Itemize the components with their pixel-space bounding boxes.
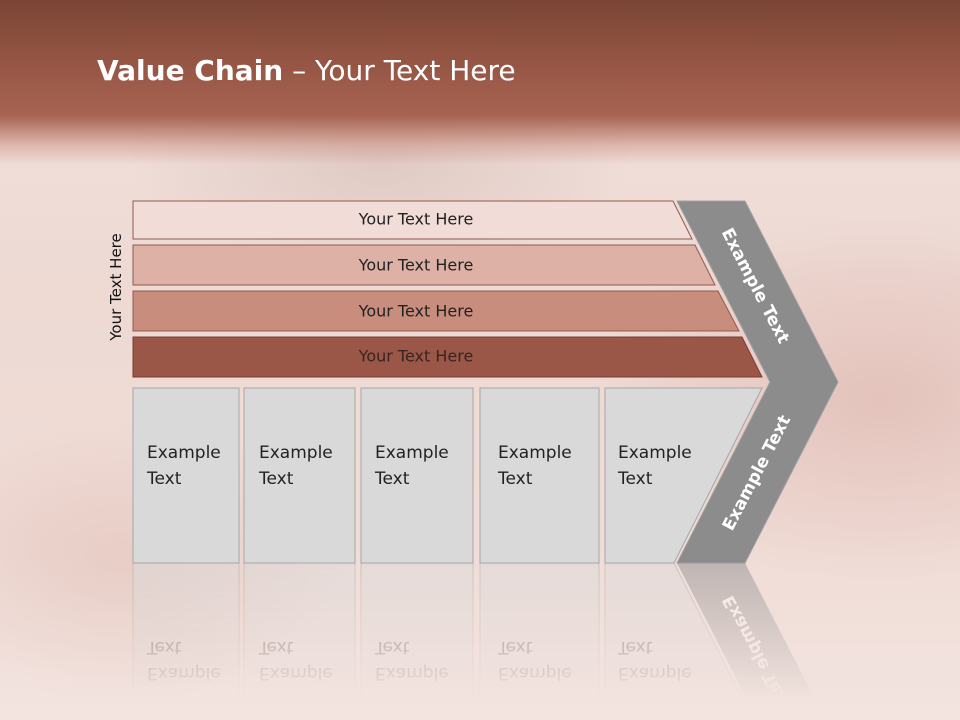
- bar-row: Your Text Here: [132, 290, 740, 332]
- box-1: [132, 387, 240, 564]
- bar-row: Your Text Here: [132, 244, 716, 286]
- bar-3-label: Your Text Here: [358, 302, 474, 321]
- slide-title: Value Chain – Your Text Here: [97, 54, 516, 87]
- svg-text:Text: Text: [258, 637, 294, 657]
- title-bold: Value Chain: [97, 54, 284, 87]
- svg-text:Text: Text: [617, 637, 653, 657]
- box-2: [243, 387, 356, 564]
- box-5-line1: Example: [618, 443, 692, 463]
- box-5-line2: Text: [617, 469, 653, 489]
- box-4-line2: Text: [497, 469, 533, 489]
- box-3-line2: Text: [374, 469, 410, 489]
- title-rest: – Your Text Here: [283, 54, 516, 87]
- box-1-line1: Example: [147, 443, 221, 463]
- bar-2: [132, 244, 716, 286]
- svg-text:Example: Example: [147, 663, 221, 683]
- bar-4: [132, 336, 763, 378]
- bar-row: Your Text Here: [132, 336, 763, 378]
- box-4-line1: Example: [498, 443, 572, 463]
- svg-text:Text: Text: [374, 637, 410, 657]
- box-2-line2: Text: [258, 469, 294, 489]
- bar-row: Your Text Here: [132, 200, 693, 240]
- bar-1-label: Your Text Here: [358, 210, 474, 229]
- bar-3: [132, 290, 740, 332]
- svg-text:Example: Example: [498, 663, 572, 683]
- bar-4-label: Your Text Here: [358, 347, 474, 366]
- svg-text:Text: Text: [146, 637, 182, 657]
- svg-text:Example: Example: [375, 663, 449, 683]
- box-1-line2: Text: [146, 469, 182, 489]
- box-2-line1: Example: [259, 443, 333, 463]
- box-3-line1: Example: [375, 443, 449, 463]
- box-4: [479, 387, 600, 564]
- svg-text:Example: Example: [618, 663, 692, 683]
- header-band: [0, 0, 960, 165]
- reflection: Example Text Example Text Example Text E…: [132, 562, 826, 720]
- svg-text:Text: Text: [497, 637, 533, 657]
- bar-2-label: Your Text Here: [358, 256, 474, 275]
- bar-1: [132, 200, 693, 240]
- box-group: Example Text Example Text Example Text E…: [132, 387, 763, 564]
- svg-text:Example: Example: [259, 663, 333, 683]
- box-3: [360, 387, 474, 564]
